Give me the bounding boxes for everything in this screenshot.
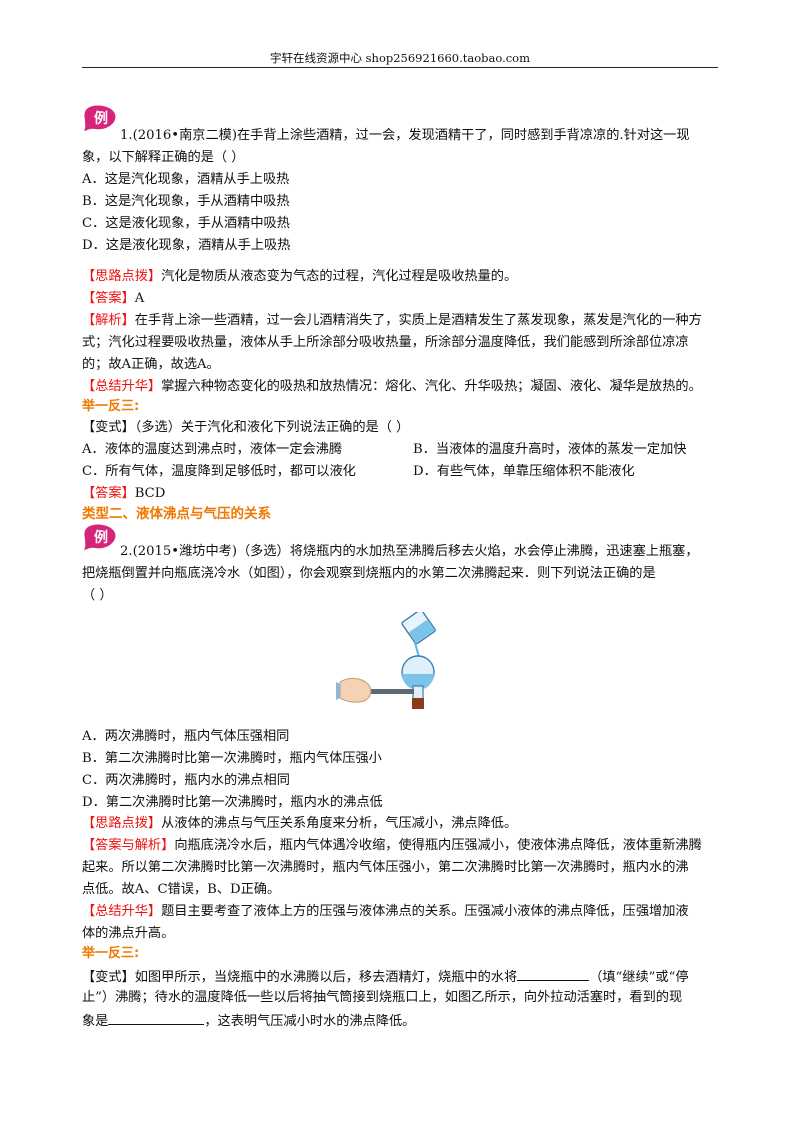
v1-answer: 【答案】BCD — [82, 485, 165, 503]
q2-summary-text1: 题目主要考查了液体上方的压强与液体沸点的关系。压强减小液体的沸点降低，压强增加液 — [161, 904, 689, 919]
q2-option-a: A．两次沸腾时，瓶内气体压强相同 — [82, 729, 290, 744]
type2-heading: 类型二、液体沸点与气压的关系 — [82, 506, 271, 522]
q2-stem-line3: （ ） — [82, 588, 113, 603]
v1-option-d: D．有些气体，单靠压缩体积不能液化 — [413, 464, 635, 479]
v2-line3: 象是 ，这表明气压减小时水的沸点降低。 — [82, 1011, 415, 1031]
v2-line3-b: ，这表明气压减小时水的沸点降低。 — [204, 1014, 416, 1029]
v2-line1: 【变式】如图甲所示，当烧瓶中的水沸腾以后，移去酒精灯，烧瓶中的水将 （填“继续”或… — [82, 967, 689, 987]
q1-option-b: B．这是汽化现象，手从酒精中吸热 — [82, 194, 290, 209]
q1-analysis-line1: 【解析】在手背上涂一些酒精，过一会儿酒精消失了，实质上是酒精发生了蒸发现象，蒸发… — [82, 312, 702, 330]
q1-stem-line2: 象，以下解释正确的是（ ） — [82, 150, 245, 165]
q1-tip-text: 汽化是物质从液态变为气态的过程，汽化过程是吸收热量的。 — [161, 269, 518, 284]
q2-stem-line1: 2.(2015•潍坊中考)（多选）将烧瓶内的水加热至沸腾后移去火焰，水会停止沸腾… — [120, 544, 699, 559]
q1-analysis-label: 【解析】 — [82, 313, 135, 328]
v2-line1-a: 如图甲所示，当烧瓶中的水沸腾以后，移去酒精灯，烧瓶中的水将 — [134, 970, 518, 985]
header-rule — [82, 67, 718, 68]
q2-option-b: B．第二次沸腾时比第一次沸腾时，瓶内气体压强小 — [82, 751, 382, 766]
q1-stem-line1: 1.(2016•南京二模)在手背上涂些酒精，过一会，发现酒精干了，同时感到手背凉… — [120, 128, 690, 143]
badge-label: 例 — [94, 110, 108, 127]
q2-tip: 【思路点拨】从液体的沸点与气压关系角度来分析，气压减小，沸点降低。 — [82, 815, 517, 833]
q1-analysis-line3: 的；故A正确，故选A。 — [82, 357, 220, 372]
q2-answer-line3: 点低。故A、C错误，B、D正确。 — [82, 882, 281, 897]
q2-answer-line1: 【答案与解析】向瓶底浇冷水后，瓶内气体遇冷收缩，使得瓶内压强减小，使液体沸点降低… — [82, 837, 702, 855]
q2-summary-line2: 体的沸点升高。 — [82, 926, 175, 941]
v2-line1-b: （填“继续”或“停 — [589, 970, 689, 985]
q1-analysis-line2: 式；汽化过程要吸收热量，液体从手上所涂部分吸收热量，所涂部分温度降低，我们能感到… — [82, 335, 689, 350]
example-badge-icon: 例 — [84, 105, 116, 131]
v1-stem-text: （多选）关于汽化和液化下列说法正确的是（ ） — [134, 420, 410, 435]
v2-blank-2[interactable] — [108, 1011, 205, 1025]
q1-option-c: C．这是液化现象，手从酒精中吸热 — [82, 216, 290, 231]
v2-blank-1[interactable] — [517, 967, 590, 981]
v2-line3-a: 象是 — [82, 1014, 109, 1029]
q2-answer-text1: 向瓶底浇冷水后，瓶内气体遇冷收缩，使得瓶内压强减小，使液体沸点降低，液体重新沸腾 — [174, 838, 702, 853]
q1-summary-label: 【总结升华】 — [82, 379, 162, 394]
v2-line2: 止”）沸腾；待水的温度降低一些以后将抽气筒接到烧瓶口上，如图乙所示，向外拉动活塞… — [82, 990, 683, 1005]
q1-answer: 【答案】A — [82, 290, 144, 308]
q1-summary-text: 掌握六种物态变化的吸热和放热情况：熔化、汽化、升华吸热；凝固、液化、凝华是放热的… — [161, 379, 702, 394]
v2-heading: 举一反三: — [82, 946, 140, 961]
v1-option-a: A．液体的温度达到沸点时，液体一定会沸腾 — [82, 442, 343, 457]
q2-tip-label: 【思路点拨】 — [82, 816, 162, 831]
q1-analysis-text1: 在手背上涂一些酒精，过一会儿酒精消失了，实质上是酒精发生了蒸发现象，蒸发是汽化的… — [134, 313, 702, 328]
q1-tip: 【思路点拨】汽化是物质从液态变为气态的过程，汽化过程是吸收热量的。 — [82, 268, 517, 286]
q2-answer-label: 【答案与解析】 — [82, 838, 175, 853]
v1-heading: 举一反三: — [82, 399, 140, 414]
v1-stem: 【变式】（多选）关于汽化和液化下列说法正确的是（ ） — [82, 419, 409, 437]
v1-option-c: C．所有气体，温度降到足够低时，都可以液化 — [82, 464, 356, 479]
v1-label: 【变式】 — [82, 420, 135, 435]
q2-tip-text: 从液体的沸点与气压关系角度来分析，气压减小，沸点降低。 — [161, 816, 518, 831]
flask-illustration — [336, 612, 436, 709]
v1-answer-text: BCD — [134, 486, 166, 501]
badge-label: 例 — [94, 529, 108, 546]
page-header: 宇轩在线资源中心 shop256921660.taobao.com — [269, 51, 531, 65]
q2-summary-line1: 【总结升华】题目主要考查了液体上方的压强与液体沸点的关系。压强减小液体的沸点降低… — [82, 903, 689, 921]
q2-answer-line2: 起来。所以第二次沸腾时比第一次沸腾时，瓶内气体压强小，第二次沸腾时比第一次沸腾时… — [82, 860, 689, 875]
v1-option-b: B．当液体的温度升高时，液体的蒸发一定加快 — [413, 442, 687, 457]
v2-label: 【变式】 — [82, 970, 135, 985]
q2-stem-line2: 把烧瓶倒置并向瓶底浇冷水（如图），你会观察到烧瓶内的水第二次沸腾起来．则下列说法… — [82, 566, 656, 581]
q1-tip-label: 【思路点拨】 — [82, 269, 162, 284]
example-badge-icon: 例 — [84, 524, 116, 550]
q1-summary: 【总结升华】掌握六种物态变化的吸热和放热情况：熔化、汽化、升华吸热；凝固、液化、… — [82, 378, 702, 396]
q2-option-d: D．第二次沸腾时比第一次沸腾时，瓶内水的沸点低 — [82, 795, 383, 810]
q2-option-c: C．两次沸腾时，瓶内水的沸点相同 — [82, 773, 290, 788]
q1-option-a: A．这是汽化现象，酒精从手上吸热 — [82, 172, 290, 187]
v1-answer-label: 【答案】 — [82, 486, 135, 501]
q2-summary-label: 【总结升华】 — [82, 904, 162, 919]
q1-answer-label: 【答案】 — [82, 291, 135, 306]
q1-answer-text: A — [134, 291, 145, 306]
q1-option-d: D．这是液化现象，酒精从手上吸热 — [82, 238, 291, 253]
